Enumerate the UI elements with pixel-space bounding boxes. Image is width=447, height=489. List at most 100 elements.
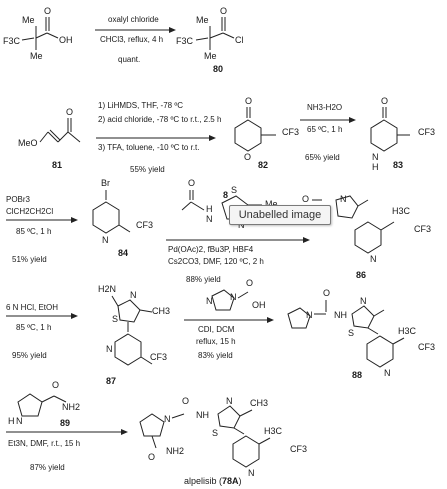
step7-yield: 83% yield: [198, 351, 233, 360]
bromopyridine-84: Br N CF3: [92, 178, 153, 245]
atom-label: N: [226, 396, 233, 406]
compound-82-label: 82: [258, 160, 268, 170]
atom-label: O: [52, 380, 59, 390]
imidazolyl-urea-88: N O NH N S N H3C CF3: [287, 288, 435, 378]
enone-81: MeO O: [18, 107, 81, 148]
atom-label: N: [206, 214, 213, 224]
atom-label: H3C: [398, 326, 417, 336]
compound-81-label: 81: [52, 160, 62, 170]
atom-label: CF3: [414, 224, 431, 234]
atom-label: S: [212, 428, 218, 438]
step2-line1: 1) LiHMDS, THF, -78 ºC: [98, 101, 183, 110]
atom-label: N: [230, 292, 237, 302]
atom-label: CF3: [282, 127, 299, 137]
atom-label: O: [323, 288, 330, 298]
atom-label: N: [130, 290, 137, 300]
step8-conditions: Et3N, DMF, r.t., 15 h: [8, 439, 80, 448]
atom-label: CH3: [152, 306, 170, 316]
atom-label: NH2: [62, 402, 80, 412]
compound-80-label: 80: [213, 64, 223, 74]
atom-label: O: [182, 396, 189, 406]
compound-87-label: 87: [106, 376, 116, 386]
step2-line2: 2) acid chloride, -78 ºC to r.t., 2.5 h: [98, 115, 221, 124]
acid-chloride-80: O Cl Me Me F3C: [176, 6, 244, 61]
atom-label: OH: [59, 35, 73, 45]
unlabelled-image-tooltip: Unabelled image: [229, 205, 331, 225]
atom-label: S: [348, 328, 354, 338]
compound-84-label: 84: [118, 248, 128, 258]
step6-yield: 95% yield: [12, 351, 47, 360]
step1-conditions: CHCl3, reflux, 4 h: [100, 35, 163, 44]
step5-yield: 88% yield: [186, 275, 221, 284]
starting-acid: O OH Me Me F3C: [3, 6, 73, 61]
atom-label: CF3: [418, 342, 435, 352]
step7-line2: reflux, 15 h: [196, 337, 236, 346]
atom-label: O: [244, 152, 251, 162]
atom-label: Me: [22, 15, 35, 25]
step2-yield: 55% yield: [130, 165, 165, 174]
step4-yield: 51% yield: [12, 255, 47, 264]
atom-label: F3C: [3, 36, 21, 46]
atom-label: O: [302, 194, 309, 204]
atom-label: N: [248, 468, 255, 478]
atom-label: O: [246, 278, 253, 288]
step6-conditions: 85 ºC, 1 h: [16, 323, 51, 332]
atom-label: Me: [196, 15, 209, 25]
pyranone-82: O O CF3: [234, 96, 299, 162]
acetamidothiazole-reagent: O H N S N Me: [181, 178, 278, 230]
atom-label: H3C: [264, 426, 283, 436]
atom-label: O: [188, 178, 195, 188]
atom-label: Me: [265, 199, 278, 209]
atom-label: OH: [252, 300, 266, 310]
atom-label: Me: [204, 51, 217, 61]
atom-label: O: [66, 107, 73, 117]
atom-label: O: [148, 452, 155, 462]
step4-conditions: 85 ºC, 1 h: [16, 227, 51, 236]
step2-line3: 3) TFA, toluene, -10 ºC to r.t.: [98, 143, 200, 152]
compound-86-label: 86: [356, 270, 366, 280]
step1-reagent: oxalyl chloride: [108, 15, 159, 24]
atom-label: O: [220, 6, 227, 16]
alpelisib-name: alpelisib (78A): [184, 476, 242, 486]
atom-label: NH: [334, 310, 347, 320]
atom-label: N: [372, 152, 379, 162]
atom-label: CF3: [150, 352, 167, 362]
atom-label: Br: [101, 178, 110, 188]
atom-label: NH: [196, 410, 209, 420]
atom-label: CF3: [418, 127, 435, 137]
atom-label: MeO: [18, 138, 38, 148]
step1-yield: quant.: [118, 55, 140, 64]
atom-label: H2N: [98, 284, 116, 294]
alpelisib-structure: N O NH O NH2 N S CH3 N H3C CF3: [139, 396, 307, 478]
aminothiazole-87: H2N N S CH3 N CF3: [98, 284, 170, 366]
atom-label: S: [231, 185, 237, 195]
atom-label: N: [206, 296, 213, 306]
atom-label: N: [370, 254, 377, 264]
step4-solvent: ClCH2CH2Cl: [6, 207, 53, 216]
atom-label: N: [102, 235, 109, 245]
prolinamide-89: N H O NH2: [8, 380, 80, 426]
atom-label: N: [360, 296, 367, 306]
atom-label: H: [8, 416, 15, 426]
atom-label: CH3: [250, 398, 268, 408]
step8-yield: 87% yield: [30, 463, 65, 472]
step3-conditions: 65 ºC, 1 h: [307, 125, 342, 134]
step5-line2: Cs2CO3, DMF, 120 ºC, 2 h: [168, 257, 264, 266]
atom-label: N: [106, 344, 113, 354]
coupled-86: O N N H3C CF3: [302, 194, 431, 264]
atom-label: CF3: [290, 444, 307, 454]
atom-label: N: [238, 220, 245, 230]
reagent-85-label: 8: [223, 190, 228, 200]
atom-label: NH2: [166, 446, 184, 456]
atom-label: Cl: [235, 35, 244, 45]
atom-label: H: [372, 162, 379, 172]
step3-yield: 65% yield: [305, 153, 340, 162]
atom-label: N: [384, 368, 391, 378]
atom-label: O: [245, 96, 252, 106]
atom-label: Me: [30, 51, 43, 61]
step6-reagent: 6 N HCl, EtOH: [6, 303, 58, 312]
compound-88-label: 88: [352, 370, 362, 380]
imidazole-carboxylic-acid: N N O OH: [206, 278, 266, 311]
step7-line1: CDI, DCM: [198, 325, 235, 334]
